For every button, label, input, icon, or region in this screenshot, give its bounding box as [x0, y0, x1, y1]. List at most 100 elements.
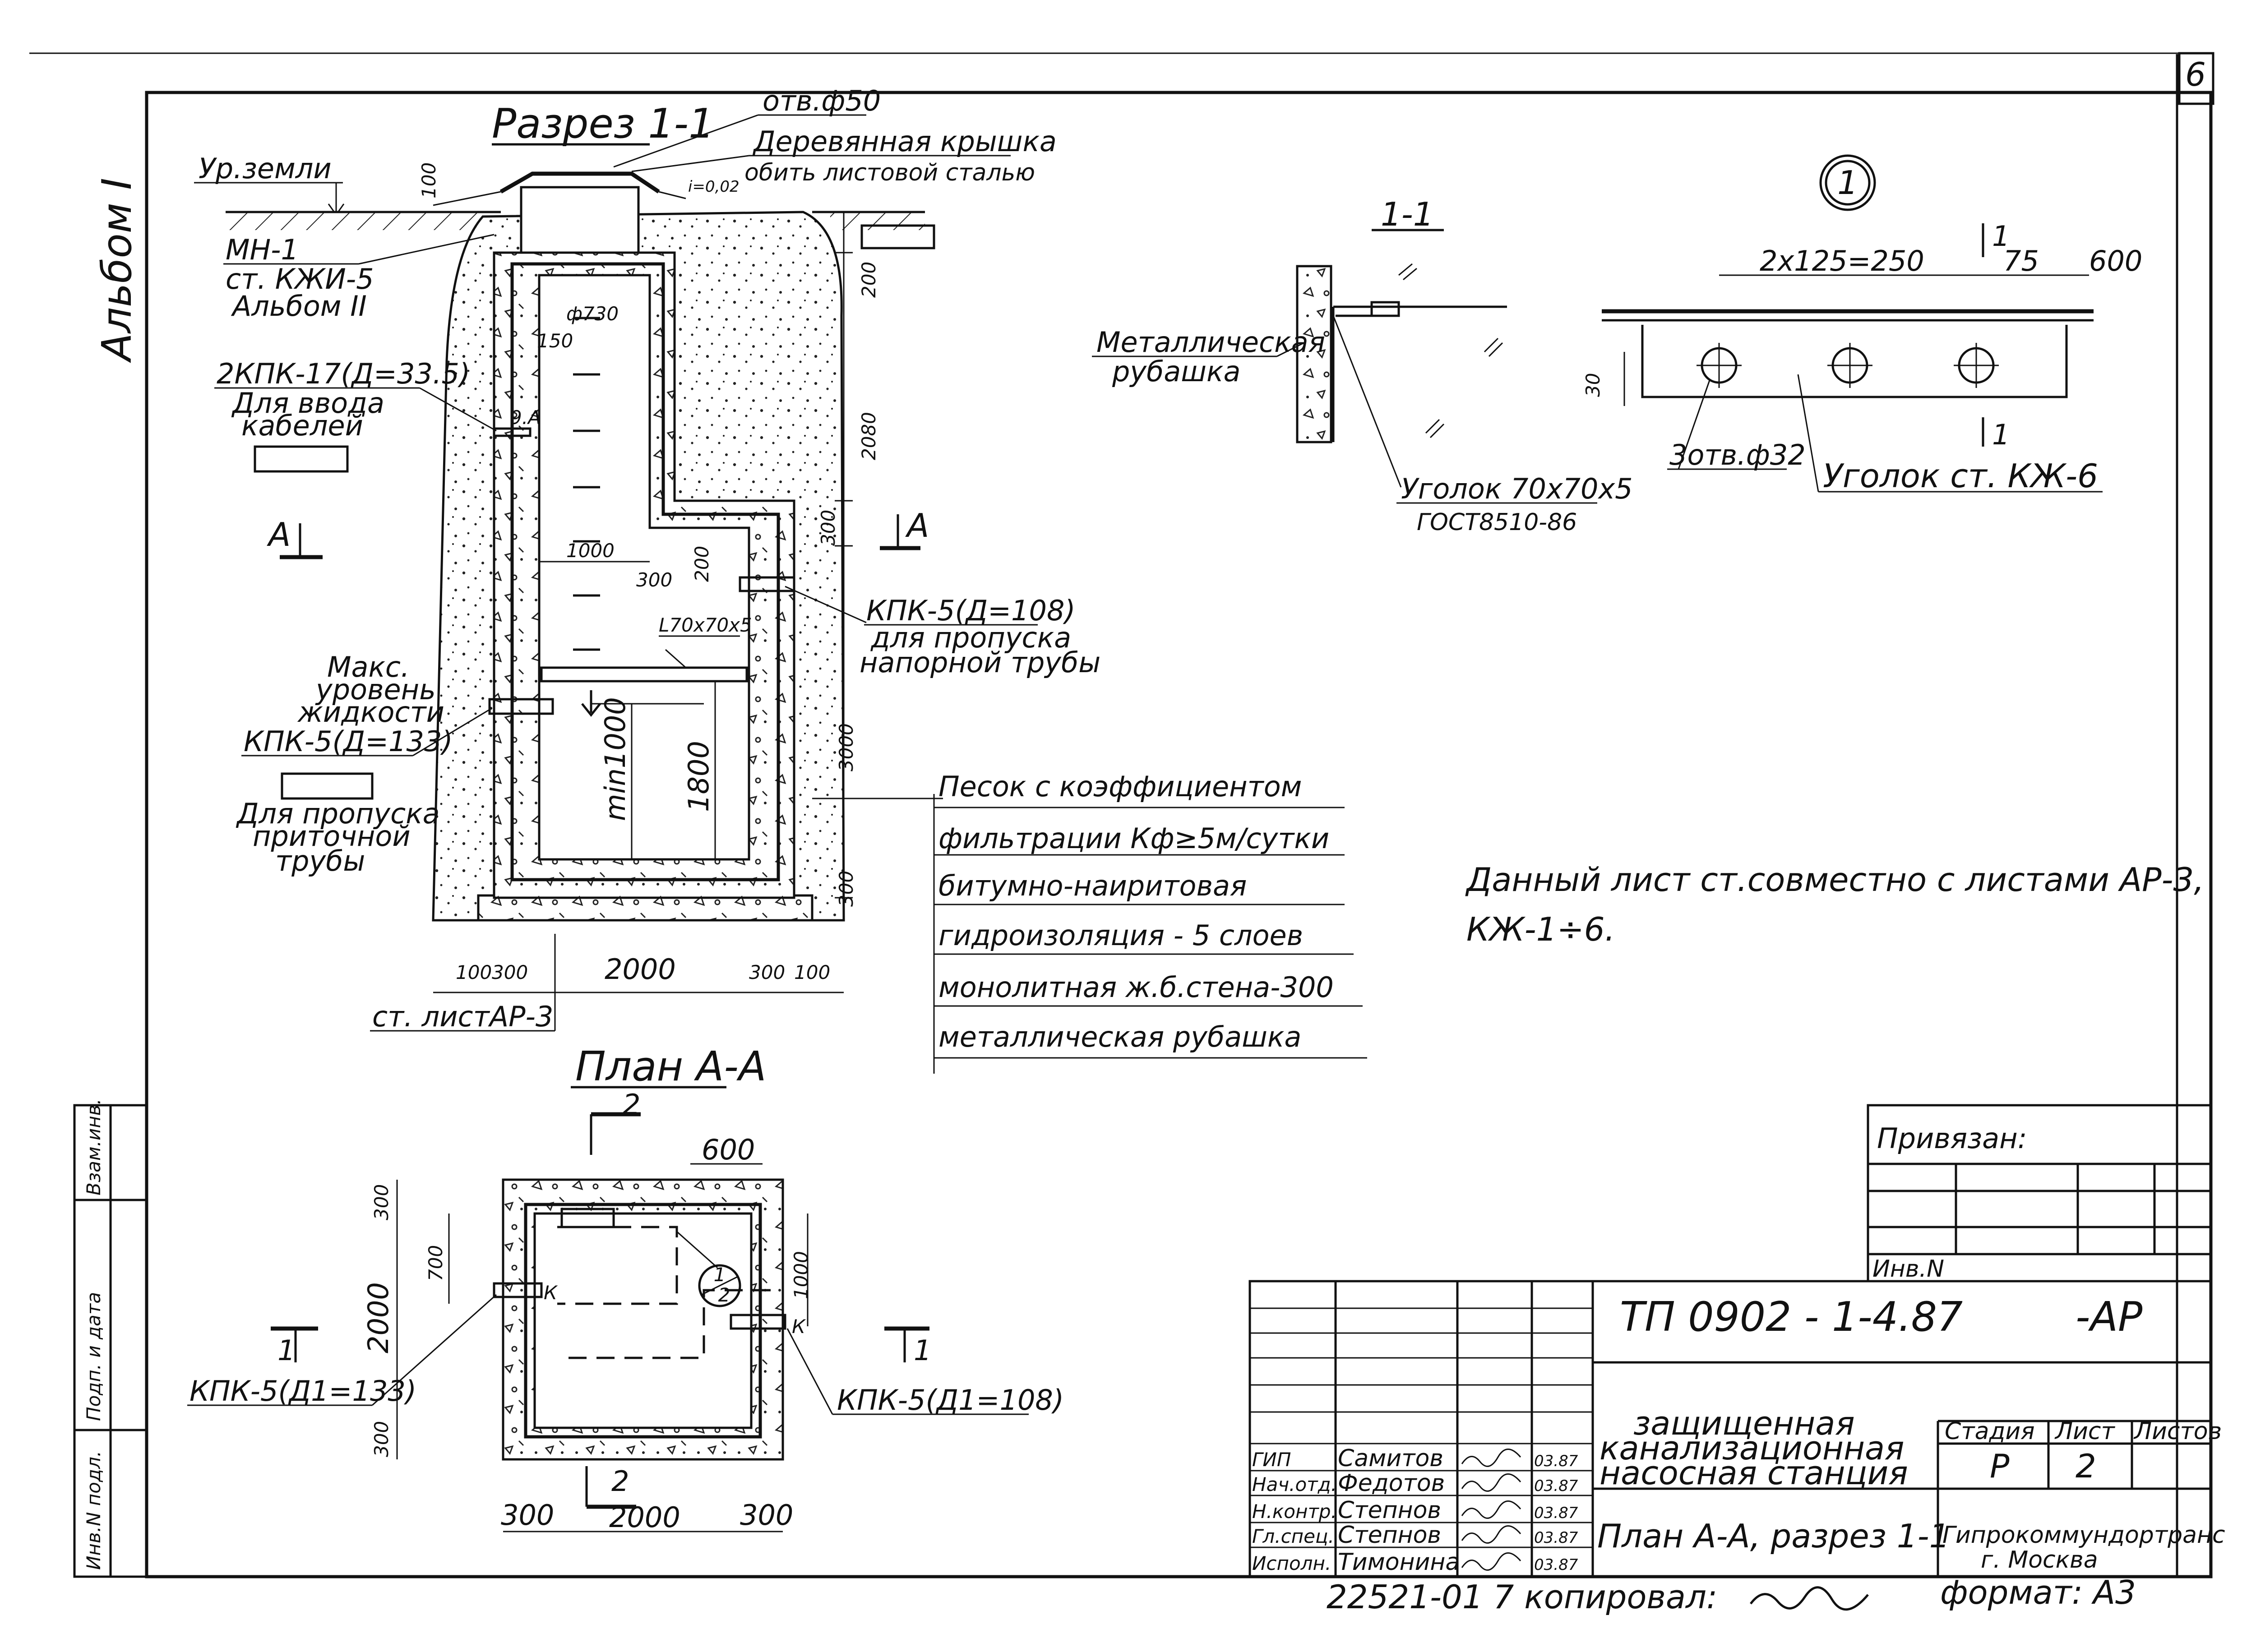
stamp-podp-data: Подп. и дата	[83, 1292, 105, 1421]
plan-mark-k-left: К	[544, 1282, 558, 1304]
plan-dim-2000-left: 2000	[362, 1282, 395, 1353]
legend-line-4: гидроизоляция - 5 слоев	[938, 919, 1303, 952]
legend-line-3: битумно-наиритовая	[938, 869, 1247, 902]
dim-1800: 1800	[682, 741, 715, 812]
detail-node-1: 1 2х125=250 75 600 1 1 30 3отв.ф32 Уголо…	[1582, 154, 2142, 495]
bolt-holes	[1697, 343, 1999, 388]
left-stamp: Инв.N подл. Подп. и дата Взам.инв.	[73, 1098, 148, 1578]
title-line-2: канализационная	[1600, 1429, 1904, 1467]
legend-line-2: фильтрации Кф≥5м/сутки	[938, 822, 1329, 855]
sheet-value: 2	[2076, 1447, 2096, 1485]
kpk5-108-label: КПК-5(Д=108)	[866, 594, 1076, 627]
dim-300-step: 300	[636, 569, 672, 591]
staff-name: Степнов	[1338, 1497, 1441, 1524]
plan-dim-b300b: 300	[740, 1499, 793, 1532]
dim-b100b: 100	[794, 961, 830, 983]
section-mark-bottom: 1	[1992, 418, 2010, 451]
material-legend: Песок с коэффициентом фильтрации Кф≥5м/с…	[934, 770, 1367, 1059]
doc-code-suffix: -АР	[2076, 1293, 2143, 1341]
kpk17-label: 2КПК-17(Д=33.5)	[217, 357, 470, 390]
note-line-1: Данный лист ст.совместно с листами АР-3,	[1465, 861, 2204, 899]
plan-dim-1000: 1000	[790, 1251, 812, 1299]
title-block: ТП 0902 - 1-4.87 -АР защищенная канализа…	[1248, 1280, 2225, 1578]
dim-b100a: 100	[456, 961, 492, 983]
staff-name: Федотов	[1338, 1470, 1445, 1497]
ground-level-label: Ур.земли	[199, 152, 332, 185]
kpk5-133-label: КПК-5(Д=133)	[244, 725, 453, 758]
kpk5-108-note1: для пропуска	[870, 621, 1071, 654]
title-line-1: защищенная	[1633, 1404, 1855, 1442]
legend-line-5: монолитная ж.б.стена-300	[938, 971, 1334, 1004]
plan-mark-k-right: К	[792, 1315, 806, 1338]
plan-mark-1-left: 1	[277, 1334, 295, 1367]
plan-mark-2-bottom: 2	[611, 1465, 629, 1498]
detail-node-number: 1	[1837, 164, 1858, 202]
inflow-note-1: Для пропуска	[236, 797, 440, 830]
drawing-name: План А-А, разрез 1-1	[1597, 1517, 1950, 1555]
staff-date: 03.87	[1534, 1477, 1578, 1495]
section-1-1-title: Разрез 1-1	[492, 100, 714, 148]
org-name-2: г. Москва	[1981, 1546, 2098, 1574]
staff-role: Гл.спец.	[1252, 1525, 1334, 1547]
dim-300-bottom: 300	[835, 871, 857, 907]
angle-ref-kzh6: Уголок ст. КЖ-6	[1823, 457, 2098, 495]
note-line-2: КЖ-1÷6.	[1466, 910, 1615, 948]
jacket-label-1: Металлическая	[1096, 326, 1325, 359]
dim-600-node: 600	[2089, 245, 2142, 277]
staff-role: Исполн.	[1252, 1552, 1331, 1574]
stamp-inv-podl: Инв.N подл.	[83, 1451, 105, 1570]
detail-1-1-title: 1-1	[1381, 195, 1434, 233]
dim-30-node: 30	[1582, 373, 1604, 397]
lid-label: Деревянная крышка	[752, 125, 1057, 158]
dim-75: 75	[2003, 245, 2039, 277]
ladder-rungs	[573, 263, 600, 651]
stage-header: Стадия	[1945, 1418, 2035, 1445]
copyist-signature	[1750, 1586, 1869, 1611]
bound-label: Привязан:	[1877, 1122, 2027, 1155]
dim-2080: 2080	[858, 412, 880, 460]
plan-kpk-left: КПК-5(Д1=133)	[190, 1375, 416, 1407]
format-label: формат: А3	[1940, 1574, 2136, 1611]
staff-name: Тимонина	[1338, 1549, 1460, 1576]
plan-a-a: План А-А 2 1 2 К К 600 300 700 2000 300 …	[187, 1043, 1064, 1534]
dim-300-right: 300	[817, 510, 839, 546]
max-level-1: Макс.	[327, 651, 410, 683]
plan-dim-600: 600	[702, 1133, 755, 1166]
mn1-ref: ст. КЖИ-5	[226, 263, 374, 295]
mark-a-left: А	[267, 516, 291, 554]
hole-label: отв.ф50	[763, 84, 881, 117]
dim-min1000: min1000	[599, 697, 632, 821]
kpk5-108-note2: напорной трубы	[860, 646, 1100, 679]
stamp-vzam-inv: Взам.инв.	[83, 1098, 105, 1195]
sheet-frame: 6 Альбом I	[29, 52, 2214, 1578]
plan-a-a-title: План А-А	[575, 1043, 766, 1090]
inv-label: Инв.N	[1872, 1255, 1944, 1283]
dim-b300b: 300	[749, 961, 785, 983]
mn1-label: МН-1	[226, 233, 299, 266]
section-1-1: Разрез 1-1 отв.ф50 Деревянная крышка оби…	[194, 84, 1367, 1074]
plan-mark-1-right: 1	[914, 1334, 931, 1367]
plan-mark-2-top: 2	[623, 1088, 640, 1121]
doc-code: ТП 0902 - 1-4.87	[1620, 1293, 1963, 1341]
org-name-1: Гипрокоммундортранс	[1942, 1522, 2225, 1549]
plan-node-top: 1	[714, 1264, 726, 1286]
title-line-3: насосная станция	[1600, 1454, 1908, 1492]
stage-value: Р	[1990, 1447, 2010, 1485]
mark-9a: 9.А	[510, 406, 541, 429]
angle-label: L70x70x5	[659, 614, 752, 636]
dim-200-top: 200	[858, 262, 880, 298]
dim-2x125: 2х125=250	[1760, 245, 1924, 277]
dim-1000-inner: 1000	[566, 540, 615, 562]
inflow-note-3: трубы	[275, 844, 365, 877]
dim-d730: ф730	[566, 303, 619, 325]
sheets-header: Листов	[2133, 1418, 2222, 1445]
staff-rows: ГИП Самитов 03.87 Нач.отд. Федотов 03.87…	[1252, 1445, 1578, 1576]
copied-note: 22521-01 7 копировал:	[1327, 1578, 1717, 1616]
legend-line-1: Песок с коэффициентом	[938, 770, 1302, 803]
max-level-2: уровень	[315, 673, 436, 706]
dim-100-top: 100	[418, 162, 440, 198]
sheet-header: Лист	[2054, 1418, 2115, 1445]
staff-role: Н.контр.	[1252, 1500, 1337, 1523]
album-label: Альбом I	[93, 178, 141, 363]
